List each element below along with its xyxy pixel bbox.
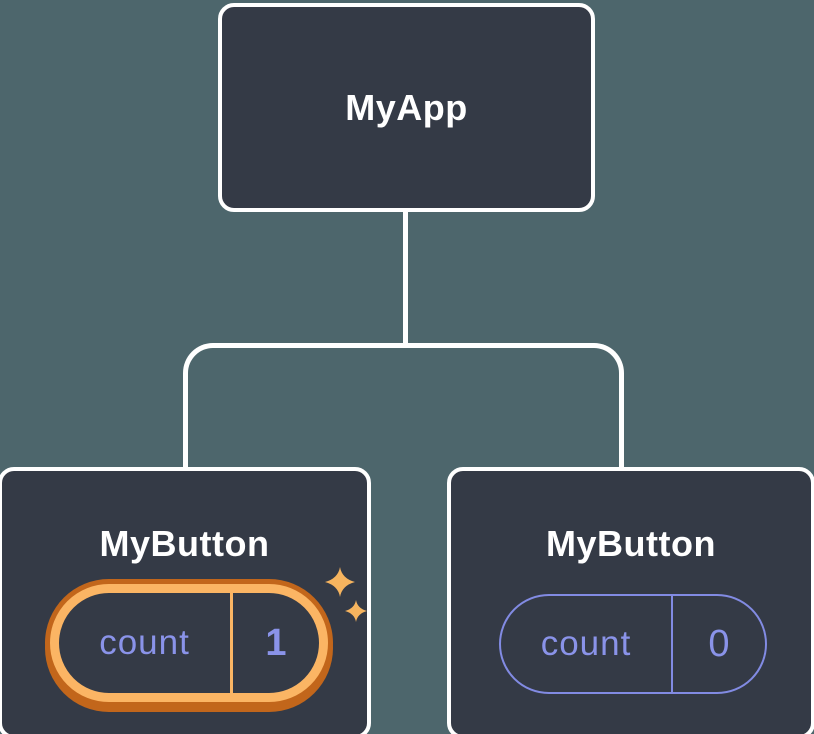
node-myapp: MyApp [218, 3, 595, 212]
state-key-label: count [501, 596, 673, 692]
sparkle-icon [345, 600, 367, 622]
node-mybutton-right-label: MyButton [546, 523, 716, 564]
state-pill-count: count 0 [499, 594, 767, 694]
node-mybutton-left: MyButton count 1 [0, 467, 371, 734]
connector-root-stub [403, 210, 408, 348]
state-pill-count-highlighted: count 1 [50, 584, 328, 702]
connector-branch [183, 343, 624, 473]
node-mybutton-left-label: MyButton [99, 523, 270, 564]
node-myapp-label: MyApp [345, 86, 468, 128]
sparkle-icon [325, 567, 355, 597]
node-mybutton-right: MyButton count 0 [447, 467, 814, 734]
state-key-label: count [59, 593, 233, 693]
state-value: 1 [265, 621, 287, 664]
state-value: 0 [708, 622, 730, 665]
